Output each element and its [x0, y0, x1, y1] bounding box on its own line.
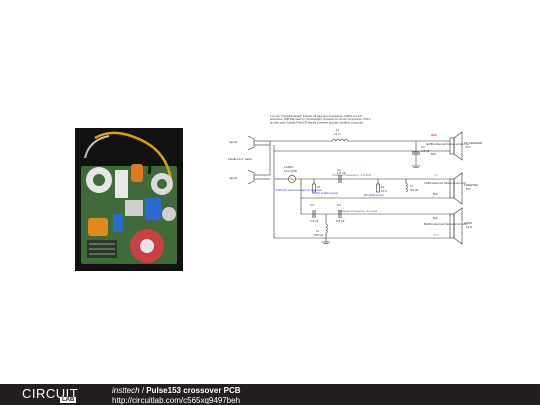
c2-label: C2: [337, 168, 341, 172]
tweeter-speaker: TWEETER 8 Ω: [449, 172, 478, 205]
byline-separator: /: [141, 386, 145, 395]
inductor-l3: L3 300 mH: [314, 214, 330, 244]
c3-value: 3.3 µF: [310, 219, 319, 223]
c2-value: 1.8 µF: [337, 171, 346, 175]
l1-value: 11 m: [334, 132, 341, 136]
r2-label: R2: [381, 185, 385, 189]
r1-value: 6.8 WC 10 Watt Ceramic: [312, 192, 339, 195]
l1-label: L1: [336, 128, 340, 132]
woofer-speaker-ohm: 8 Ω: [466, 145, 470, 149]
tweeter-pair-label: Yel/Blk twisted pair Statures at both en…: [424, 182, 467, 185]
input-jack-1: Input1: [229, 135, 270, 151]
input1-label: Input1: [229, 140, 238, 144]
circuitlab-logo-lab: LAB: [60, 397, 77, 403]
lamp-lamp1: LAMP1 12V 1158: [284, 165, 297, 183]
paralleled-jacks-label: Paralled 1/4" Jacks: [228, 157, 252, 161]
c4-label: C4: [337, 203, 341, 207]
woofer-speaker-label: 15" SPEAKER: [464, 141, 482, 145]
woofer-blk-label: BLK: [431, 152, 436, 156]
r2-note: WC 5Watt Ceramic: [364, 194, 385, 197]
capacitor-c3: C3 3.3 µF: [310, 203, 319, 223]
inductor-l2: L2 560 µH: [405, 179, 419, 193]
circuitlab-logo[interactable]: CIRCUIT: [22, 386, 79, 401]
capacitor-c2: C2 1.8 µF: [337, 168, 346, 183]
horn-speaker: HORN 16 Ω: [449, 207, 472, 245]
project-byline: insttech / Pulse153 crossover PCB: [112, 386, 241, 395]
lamp1-value: 12V 1158: [284, 169, 297, 173]
r1-label: R1: [317, 185, 321, 189]
author-link[interactable]: insttech: [112, 386, 140, 395]
resistor-r2: R2 10 Ω WC 5Watt Ceramic: [364, 179, 387, 197]
woofer-speaker: 15" SPEAKER 8 Ω: [449, 131, 482, 161]
horn-blk-label: BLK: [433, 216, 438, 220]
crossover-freq-2: Crossover Frequency ~5.2 KHz: [338, 209, 378, 213]
input2-label: Input2: [229, 176, 238, 180]
project-title[interactable]: Pulse153 crossover PCB: [146, 386, 241, 395]
input-jack-2: Input2: [229, 169, 270, 185]
inductor-l1: L1 11 m: [331, 128, 349, 142]
horn-pair-label: Blk/Wht twisted pair Statures at both en…: [424, 223, 467, 226]
resistor-r1: R1 6.8 WC 10 Watt Ceramic: [312, 179, 339, 195]
tweeter-yel-label: YEL: [433, 173, 439, 177]
woofer-red-label: RED: [431, 133, 437, 137]
l3-value: 300 mH: [314, 233, 323, 237]
lamp1-label: LAMP1: [284, 165, 294, 169]
schematic-note: L1 is the "physically largest" inductor.…: [270, 114, 371, 124]
c4-value: 6.8 µF: [336, 219, 345, 223]
footer-bar: [0, 384, 540, 405]
tweeter-speaker-label: TWEETER: [464, 183, 478, 187]
lamp-note: 1158 12V automotive light HF protection: [276, 188, 323, 192]
tweeter-speaker-ohm: 8 Ω: [466, 187, 470, 191]
l2-label: L2: [410, 184, 413, 188]
capacitor-c4: C4 6.8 µF: [336, 203, 345, 223]
horn-speaker-label: HORN: [464, 221, 472, 225]
woofer-pair-label: Sub/Blk twisted pair Statures at both en…: [426, 143, 469, 146]
project-url[interactable]: http://circuitlab.com/c565xq9497beh: [112, 396, 241, 405]
c1-label: C1: [421, 145, 425, 149]
horn-wht-label: WHT: [433, 233, 439, 237]
c3-label: C3: [310, 203, 314, 207]
ground-symbol-1: [412, 164, 420, 168]
crossover-freq-1: Crossover Frequency ~1.6 KHz: [332, 173, 372, 177]
l2-value: 560 µH: [410, 188, 419, 192]
l3-label: L3: [316, 229, 319, 233]
horn-speaker-ohm: 16 Ω: [466, 225, 472, 229]
pcb-photo: [75, 128, 183, 271]
r2-value: 10 Ω: [381, 189, 387, 193]
crossover-schematic: L1 is the "physically largest" inductor.…: [228, 114, 482, 245]
tweeter-blk-label: BLK: [433, 192, 438, 196]
